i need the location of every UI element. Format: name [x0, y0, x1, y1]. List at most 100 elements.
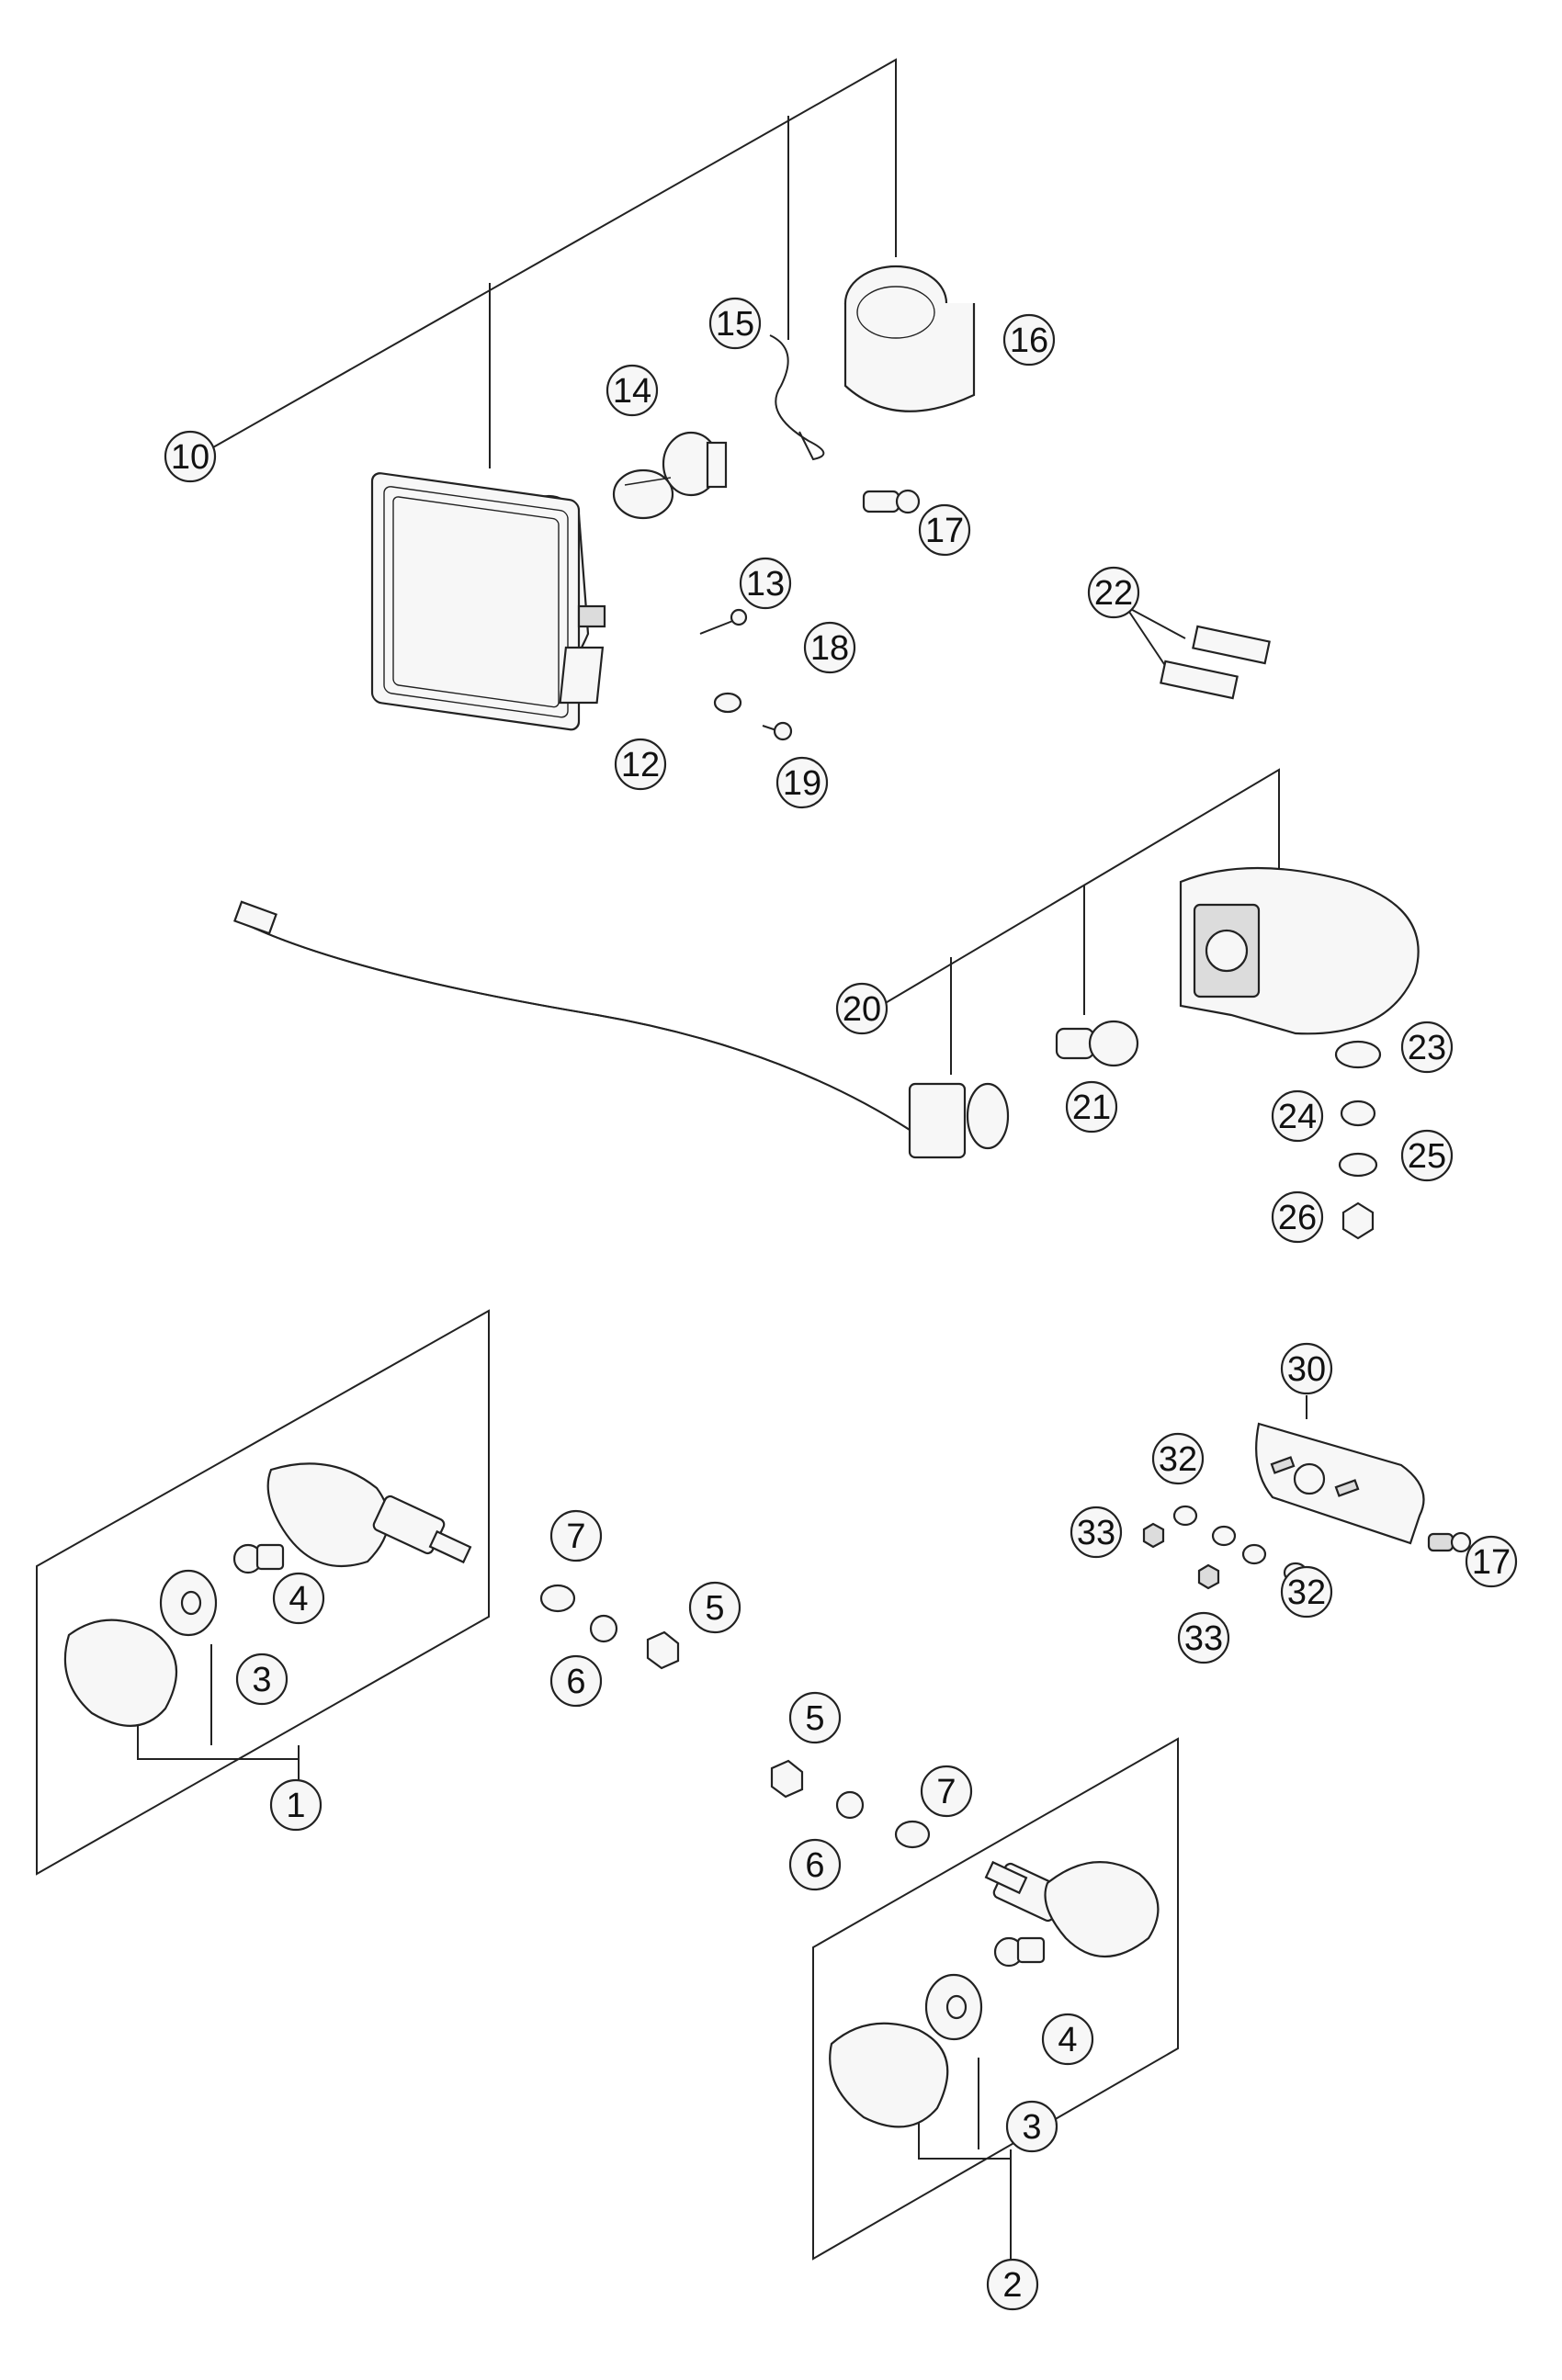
svg-text:5: 5 — [805, 1699, 824, 1738]
nut-left — [646, 1630, 680, 1670]
callout-20: 20 — [835, 982, 889, 1035]
callout-17-license: 17 — [1465, 1535, 1518, 1588]
callout-5-left: 5 — [688, 1581, 741, 1634]
svg-text:6: 6 — [566, 1663, 585, 1701]
svg-text:12: 12 — [621, 746, 660, 784]
license-light-group — [1142, 1395, 1472, 1590]
callout-17: 17 — [918, 503, 971, 557]
callout-12: 12 — [614, 738, 667, 791]
svg-text:17: 17 — [1472, 1543, 1511, 1582]
svg-text:15: 15 — [716, 305, 754, 344]
callout-4-right: 4 — [1041, 2013, 1094, 2066]
svg-text:4: 4 — [1058, 2021, 1077, 2059]
indicator-body — [266, 1462, 472, 1568]
tail-light-housing — [1179, 866, 1420, 1035]
washer-32c — [1241, 1543, 1267, 1565]
svg-text:32: 32 — [1159, 1440, 1197, 1479]
svg-text:24: 24 — [1278, 1098, 1317, 1136]
svg-text:7: 7 — [936, 1773, 956, 1811]
svg-text:26: 26 — [1278, 1199, 1317, 1237]
callout-3-left: 3 — [235, 1652, 289, 1706]
callout-33-left: 33 — [1070, 1506, 1123, 1559]
callout-23: 23 — [1400, 1021, 1454, 1074]
nut-right — [770, 1759, 804, 1799]
svg-text:33: 33 — [1077, 1514, 1115, 1552]
svg-text:3: 3 — [252, 1661, 271, 1699]
callout-33-bottom: 33 — [1177, 1611, 1230, 1664]
svg-text:16: 16 — [1010, 321, 1048, 360]
callout-26: 26 — [1271, 1190, 1324, 1244]
callout-32-bottom: 32 — [1280, 1565, 1333, 1619]
screw-19 — [762, 721, 793, 741]
svg-text:30: 30 — [1287, 1350, 1326, 1389]
washer-25 — [1338, 1152, 1378, 1178]
callout-25: 25 — [1400, 1129, 1454, 1182]
spring-clip — [769, 334, 825, 461]
svg-text:5: 5 — [705, 1589, 724, 1628]
headlight-bulb — [612, 431, 728, 520]
svg-text:21: 21 — [1072, 1088, 1111, 1127]
nut-26 — [1341, 1201, 1375, 1240]
headlight-housing — [370, 472, 606, 731]
lock-washer-right — [835, 1790, 865, 1820]
callout-1: 1 — [269, 1778, 323, 1832]
callout-30: 30 — [1280, 1342, 1333, 1395]
washer-32a — [1172, 1505, 1198, 1527]
svg-text:10: 10 — [171, 438, 209, 477]
svg-text:17: 17 — [925, 512, 964, 550]
svg-text:18: 18 — [810, 629, 849, 668]
callout-32-top: 32 — [1151, 1432, 1205, 1485]
washer-32b — [1211, 1525, 1237, 1547]
callout-19: 19 — [775, 756, 829, 809]
reflector-right — [924, 1973, 983, 2041]
callout-18: 18 — [803, 621, 856, 674]
washer-left — [539, 1584, 576, 1613]
svg-text:7: 7 — [566, 1517, 585, 1556]
callout-13: 13 — [739, 557, 792, 610]
callout-6-right: 6 — [788, 1838, 842, 1891]
adhesive-pads — [1125, 605, 1271, 700]
screw — [699, 608, 748, 635]
callout-2: 2 — [986, 2258, 1039, 2311]
bulb-socket — [908, 1082, 1010, 1159]
svg-text:23: 23 — [1408, 1029, 1446, 1067]
svg-text:3: 3 — [1022, 2108, 1041, 2147]
parking-bulb — [862, 489, 921, 514]
svg-text:6: 6 — [805, 1846, 824, 1885]
lock-washer-left — [589, 1614, 618, 1643]
tail-bulb — [1055, 1020, 1139, 1067]
headlight-assembly-group — [212, 58, 1271, 741]
callout-10: 10 — [164, 430, 217, 483]
callout-5-right: 5 — [788, 1691, 842, 1744]
license-light-housing — [1255, 1422, 1425, 1545]
washer-right — [894, 1820, 931, 1849]
callout-16: 16 — [1002, 313, 1056, 367]
indicator-lens-right — [829, 2022, 949, 2128]
license-bulb — [1427, 1531, 1472, 1553]
nut-33b — [1197, 1563, 1220, 1590]
wiring-cable — [243, 922, 911, 1131]
callout-21: 21 — [1065, 1080, 1118, 1134]
svg-text:25: 25 — [1408, 1137, 1446, 1176]
callout-24: 24 — [1271, 1089, 1324, 1143]
callout-4-left: 4 — [272, 1572, 325, 1625]
svg-text:22: 22 — [1094, 574, 1133, 613]
bracket — [559, 646, 605, 705]
callout-3-right: 3 — [1005, 2100, 1058, 2153]
indicator-body-right — [984, 1860, 1160, 1957]
indicator-bulb-right — [993, 1936, 1046, 1968]
callout-22: 22 — [1087, 566, 1140, 619]
reflector — [159, 1569, 218, 1637]
tail-light-group — [233, 768, 1420, 1240]
svg-text:2: 2 — [1002, 2266, 1022, 2305]
callout-14: 14 — [606, 364, 659, 417]
svg-text:32: 32 — [1287, 1574, 1326, 1612]
callout-7-left: 7 — [549, 1509, 603, 1562]
svg-text:33: 33 — [1184, 1619, 1223, 1658]
svg-text:1: 1 — [286, 1787, 305, 1825]
left-indicator-group — [36, 1309, 490, 1876]
callout-6-left: 6 — [549, 1654, 603, 1708]
callout-15: 15 — [708, 297, 762, 350]
svg-text:4: 4 — [289, 1580, 308, 1619]
